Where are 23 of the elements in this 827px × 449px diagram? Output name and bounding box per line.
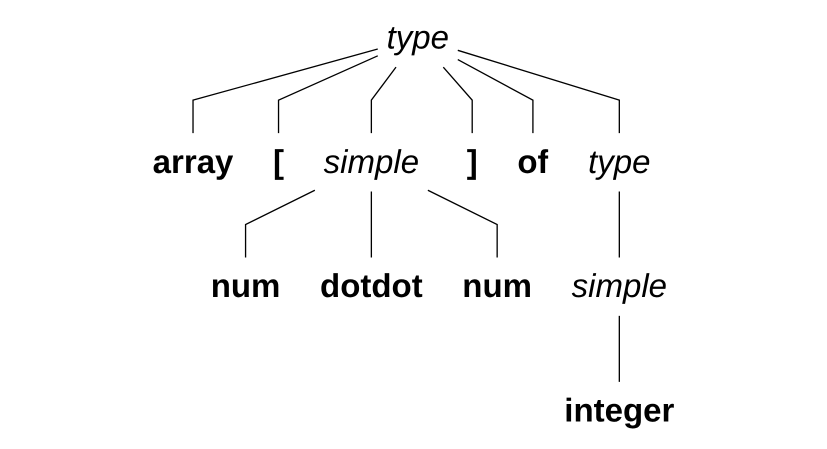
connector <box>244 190 316 258</box>
connector <box>370 191 372 258</box>
node-text: ] <box>466 144 478 180</box>
connector <box>428 190 498 258</box>
node-text: dotdot <box>320 268 423 305</box>
node-text: of <box>517 144 548 180</box>
node-text: [ <box>273 144 284 180</box>
connector <box>458 50 620 134</box>
node-text: integer <box>564 392 674 430</box>
node-text: simple <box>572 268 668 305</box>
connector <box>278 55 378 134</box>
connector <box>192 48 378 134</box>
connector <box>618 316 620 382</box>
node-text: type <box>386 20 449 56</box>
connector <box>618 191 620 258</box>
node-text: num <box>462 268 532 305</box>
node-text: simple <box>324 144 420 180</box>
connector <box>457 59 534 134</box>
node-text: type <box>588 144 651 180</box>
connector <box>442 66 473 134</box>
connector <box>370 66 397 134</box>
node-text: num <box>210 268 280 305</box>
node-text: array <box>152 144 234 180</box>
